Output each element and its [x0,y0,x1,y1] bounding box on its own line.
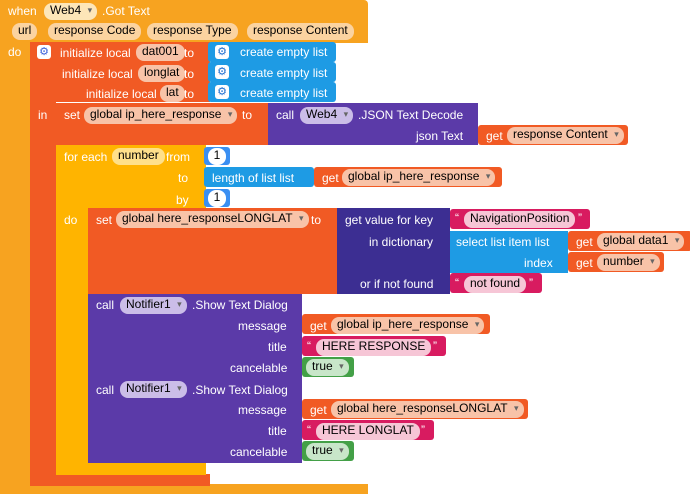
quote-icon: ” [529,276,533,290]
event-block-bottom [0,484,368,494]
length-of-list-label: length of list list [212,171,295,185]
title-label-2: title [268,424,287,438]
key-text-value[interactable]: NavigationPosition [464,211,576,228]
set-var-dropdown-2[interactable]: global here_responseLONGLAT [116,211,309,228]
dialog-component-dropdown-1[interactable]: Notifier1 [120,297,187,314]
quote-icon: ” [433,339,437,353]
set-to-label-1: to [242,108,253,122]
cancelable-label-1: cancelable [230,361,288,375]
param-response-type[interactable]: response Type [147,23,238,40]
select-list-item-label: select list item list [456,235,550,249]
json-text-label: json Text [416,129,464,143]
from-value[interactable]: 1 [208,148,226,165]
call-label-dialog-1: call [96,298,115,312]
in-label: in [38,108,48,122]
init-local-label-3: initialize local [86,87,157,101]
init-local-bottom [30,474,210,486]
message-label-2: message [238,403,287,417]
get-value-for-key-label: get value for key [345,213,434,227]
cancelable-value-2[interactable]: true [306,443,349,460]
quote-icon: “ [307,339,311,353]
quote-icon: ” [421,423,425,437]
create-empty-list-3[interactable] [208,82,336,102]
param-response-content[interactable]: response Content [247,23,354,40]
not-found-text-value[interactable]: not found [464,276,527,293]
set-var-dropdown-1[interactable]: global ip_here_response [84,107,238,124]
init-local-label-2: initialize local [62,67,133,81]
call-label-dialog-2: call [96,383,115,397]
init-local-left-bar [30,42,56,484]
init-to-label-1: to [184,46,195,60]
event-component-dropdown[interactable]: Web4 [44,3,98,20]
gear-icon[interactable]: ⚙ [37,45,51,59]
local-var-longlat[interactable]: longlat [138,65,186,82]
or-if-not-found-label: or if not found [360,277,434,291]
dialog-method-label-1: .Show Text Dialog [192,298,288,312]
for-each-to-label: to [178,171,189,185]
cancelable-label-2: cancelable [230,445,288,459]
for-each-by-label: by [176,193,189,207]
gear-icon[interactable]: ⚙ [215,65,229,79]
param-url[interactable]: url [12,23,38,40]
get-response-content-dropdown[interactable]: response Content [507,127,624,144]
create-empty-list-1[interactable] [208,42,336,62]
json-component-dropdown[interactable]: Web4 [300,107,354,124]
dialog-method-label-2: .Show Text Dialog [192,383,288,397]
for-each-bottom [56,463,206,475]
quote-icon: “ [455,211,459,225]
quote-icon: “ [307,423,311,437]
for-each-from-label: from [166,150,190,164]
message-label-1: message [238,319,287,333]
length-of-list-block[interactable] [204,167,314,187]
init-local-label-1: initialize local [60,46,131,60]
for-each-left-bar [56,145,88,475]
get-number-dropdown[interactable]: number [597,254,660,271]
get-label-msg-2: get [310,403,327,417]
for-each-do-label: do [64,213,78,227]
when-label: when [8,4,37,18]
gear-icon[interactable]: ⚙ [215,45,229,59]
set-label-2: set [96,213,113,227]
get-ip-response-dropdown-1[interactable]: global ip_here_response [342,169,496,186]
get-data1-dropdown[interactable]: global data1 [597,233,685,250]
cancelable-value-1[interactable]: true [306,359,349,376]
do-label: do [8,45,22,59]
get-label-length: get [322,171,339,185]
local-var-lat[interactable]: lat [160,85,185,102]
in-dictionary-label: in dictionary [369,235,434,249]
get-ip-response-dropdown-2[interactable]: global ip_here_response [331,317,485,334]
get-label-number: get [576,256,593,270]
create-empty-list-2[interactable] [208,62,336,82]
call-label-json: call [276,108,295,122]
title-text-value-1[interactable]: HERE RESPONSE [316,339,432,356]
get-longlat-dropdown[interactable]: global here_responseLONGLAT [331,401,524,418]
quote-icon: “ [455,276,459,290]
select-list-item-block[interactable] [450,231,568,273]
event-name-label: .Got Text [102,4,150,18]
title-label-1: title [268,340,287,354]
set-label-1: set [64,108,81,122]
init-to-label-3: to [184,87,195,101]
create-empty-list-label-2: create empty list [240,66,328,80]
for-each-var[interactable]: number [112,148,165,165]
quote-icon: ” [578,211,582,225]
local-var-dat001[interactable]: dat001 [136,44,185,61]
create-empty-list-label-1: create empty list [240,45,328,59]
get-label-json: get [486,129,503,143]
set-to-label-2: to [311,213,322,227]
event-block-left-bar [0,0,30,494]
dialog-component-dropdown-2[interactable]: Notifier1 [120,381,187,398]
get-value-for-key-block[interactable] [337,208,450,294]
index-label: index [524,256,553,270]
title-text-value-2[interactable]: HERE LONGLAT [316,423,420,440]
init-to-label-2: to [184,67,195,81]
gear-icon[interactable]: ⚙ [215,85,229,99]
param-response-code[interactable]: response Code [48,23,142,40]
for-each-label: for each [64,150,108,164]
create-empty-list-label-3: create empty list [240,86,328,100]
get-label-data1: get [576,235,593,249]
json-method-label: .JSON Text Decode [358,108,464,122]
get-label-msg-1: get [310,319,327,333]
by-value[interactable]: 1 [208,190,226,207]
